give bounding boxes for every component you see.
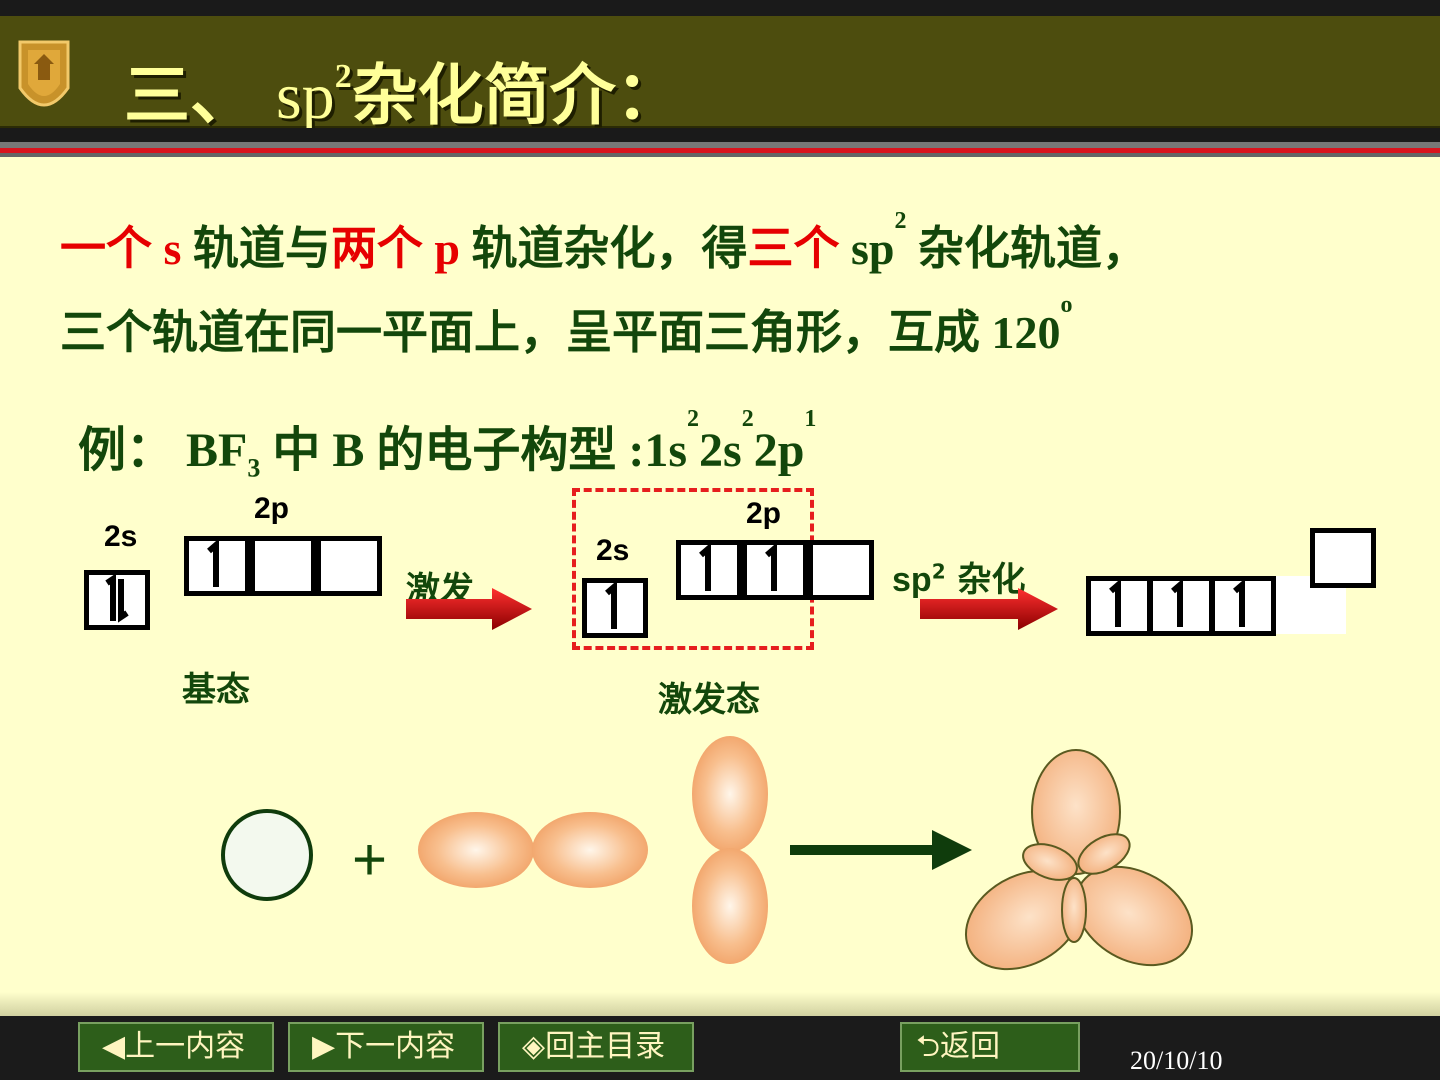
plus-sign: + (352, 826, 387, 893)
header-divider (0, 128, 1440, 142)
electron-up-icon (699, 542, 711, 591)
excited-2p-orbital-1 (676, 540, 742, 600)
text-line-2: 三个轨道在同一平面上，呈平面三角形，互成 120o (60, 292, 1073, 358)
stripe-red (0, 148, 1440, 153)
hybrid-arrow-icon (920, 588, 1058, 630)
ground-2p-orbital-3 (316, 536, 382, 596)
electron-up-icon (1171, 578, 1183, 627)
sp2-orbital-1 (1086, 576, 1152, 636)
paired-electrons-icon (105, 573, 129, 623)
excited-2p-orbital-3 (808, 540, 874, 600)
py-orbital-lobe-top (692, 736, 768, 852)
university-seal-icon (18, 40, 70, 107)
ground-2s-label: 2s (104, 520, 138, 553)
electron-up-icon (605, 580, 617, 629)
electron-up-icon (1233, 578, 1245, 627)
electron-up-icon (1109, 578, 1121, 627)
main-menu-button[interactable]: ◈回主目录 (498, 1022, 694, 1072)
back-button[interactable]: ⮌返回 (900, 1022, 1080, 1072)
excited-2s-orbital (582, 578, 648, 638)
ground-2s-orbital (84, 570, 150, 630)
s-orbital-shape (221, 809, 313, 901)
py-orbital-lobe-bottom (692, 848, 768, 964)
excited-2p-orbital-2 (742, 540, 808, 600)
page-title: 三、sp2杂化简介： (124, 58, 682, 133)
ground-state-label: 基态 (182, 670, 250, 710)
sp2-orbital-3 (1210, 576, 1276, 636)
top-dark-bar (0, 0, 1440, 16)
example-line: 例： BF3 中 B 的电子构型 :1s22s22p1 (78, 406, 817, 483)
hybrid-label: sp2 杂化 (892, 559, 1026, 600)
sp2-hybrid-orbitals-shape (964, 749, 1194, 971)
excited-2s-label: 2s (596, 534, 630, 567)
sp2-orbital-2 (1148, 576, 1214, 636)
px-orbital-lobe-right (532, 812, 648, 888)
px-orbital-lobe-left (418, 812, 534, 888)
result-arrow-head (932, 830, 972, 870)
stripe-grey-2 (0, 153, 1440, 157)
remaining-p-orbital (1310, 528, 1376, 588)
excited-state-label: 激发态 (658, 680, 760, 720)
slide-header: 三、sp2杂化简介： (0, 16, 1440, 133)
orbital-hybridization-figure: + (221, 736, 1194, 971)
slide-date: 20/10/10 (1130, 1046, 1223, 1075)
text-line-1: 一个 s 轨道与两个 p 轨道杂化，得三个 sp2 杂化轨道， (60, 208, 1148, 274)
ground-2p-label: 2p (254, 492, 290, 525)
stripe-grey (0, 142, 1440, 148)
excited-2p-label: 2p (746, 497, 782, 530)
ground-2p-orbital-2 (250, 536, 316, 596)
ground-2p-orbital-1 (184, 536, 250, 596)
electron-up-icon (765, 542, 777, 591)
electron-up-icon (207, 538, 219, 587)
prev-content-button[interactable]: ◀上一内容 (78, 1022, 274, 1072)
next-content-button[interactable]: ▶下一内容 (288, 1022, 484, 1072)
footer-shadow (0, 992, 1440, 1016)
excite-arrow-icon (406, 588, 532, 630)
